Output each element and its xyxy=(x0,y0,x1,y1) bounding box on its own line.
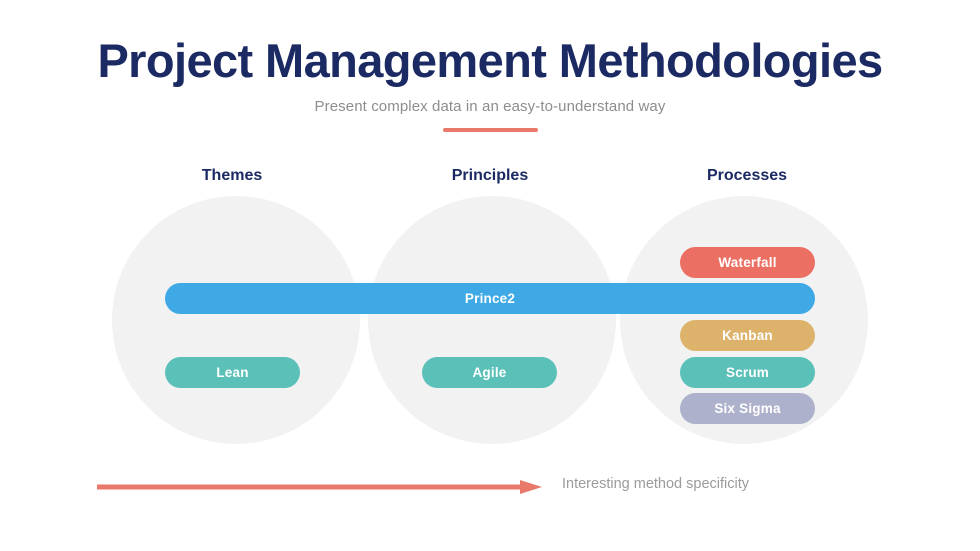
pill-scrum[interactable]: Scrum xyxy=(680,357,815,388)
column-heading-themes: Themes xyxy=(201,167,263,184)
specificity-arrow xyxy=(97,479,542,495)
title-accent-rule xyxy=(442,128,538,133)
pill-six-sigma[interactable]: Six Sigma xyxy=(680,393,815,424)
venn-circles-group xyxy=(0,196,980,444)
arrow-caption-label: Interesting method specificity xyxy=(562,476,749,492)
arrow-right-icon xyxy=(97,480,542,494)
pill-waterfall[interactable]: Waterfall xyxy=(680,247,815,278)
pill-kanban[interactable]: Kanban xyxy=(680,320,815,351)
pill-agile[interactable]: Agile xyxy=(422,357,557,388)
page-subtitle: Present complex data in an easy-to-under… xyxy=(314,98,666,116)
circle-principles xyxy=(368,196,616,444)
circle-themes xyxy=(112,196,360,444)
pill-lean[interactable]: Lean xyxy=(165,357,300,388)
column-heading-processes: Processes xyxy=(706,167,788,184)
pill-prince2[interactable]: Prince2 xyxy=(165,283,815,314)
column-heading-principles: Principles xyxy=(451,167,529,184)
page-title: Project Management Methodologies xyxy=(97,34,883,87)
slide-header: Project Management Methodologies Present… xyxy=(0,34,980,133)
